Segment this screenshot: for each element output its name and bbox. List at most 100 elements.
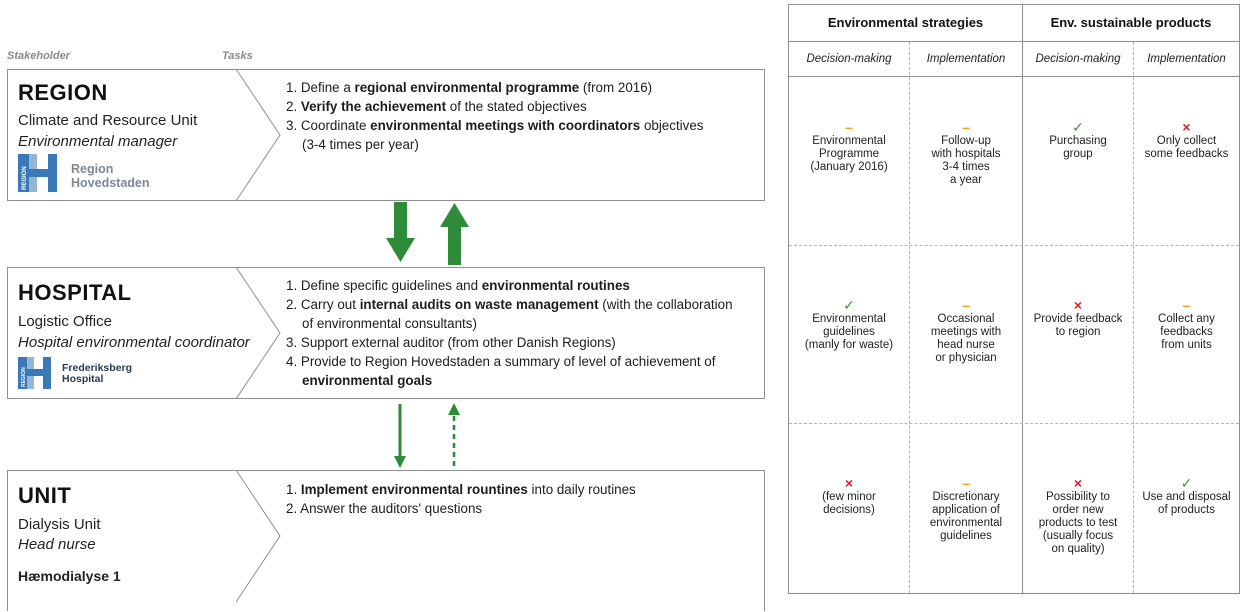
cell-text-line: (few minor — [822, 491, 876, 503]
dash-mark-icon: – — [962, 297, 970, 313]
hospital-unit: Logistic Office — [18, 313, 112, 330]
task-line: (3-4 times per year) — [286, 135, 703, 154]
region-to-hospital-down-arrow — [386, 202, 415, 262]
cell-text-line: of products — [1158, 504, 1215, 516]
task-line: of environmental consultants) — [286, 314, 733, 333]
task-text: of the stated objectives — [446, 99, 587, 114]
cell-text-line: or physician — [935, 352, 997, 364]
task-text: into daily routines — [527, 482, 636, 497]
hospital-role: Hospital environmental coordinator — [18, 334, 250, 351]
task-line: 4. Provide to Region Hovedstaden a summa… — [286, 352, 733, 371]
cell-text-line: Discretionary — [932, 491, 1000, 503]
cell-text-line: some feedbacks — [1144, 148, 1229, 160]
subheader-products-implementation: Implementation — [1147, 53, 1226, 65]
region-logo-vertical: REGION — [22, 166, 28, 190]
task-emphasis: environmental routines — [481, 278, 630, 293]
cell-text-line: Collect any — [1158, 313, 1215, 325]
cross-mark-icon: × — [1073, 475, 1083, 491]
unit-ward-label: Hæmodialyse 1 — [18, 568, 121, 584]
cell-text-line: guidelines — [940, 530, 992, 542]
task-line: 3. Support external auditor (from other … — [286, 333, 733, 352]
region-logo-mark-icon: REGION — [18, 154, 57, 192]
cell-text-line: Only collect — [1156, 135, 1217, 147]
cell-text-line: products to test — [1038, 517, 1118, 529]
unit-unit: Dialysis Unit — [18, 516, 101, 533]
region-logo-line1: Region — [71, 162, 114, 176]
cell-text-line: Programme — [818, 148, 880, 160]
hospital-logo-line2: Hospital — [62, 373, 104, 385]
cell-text-line: Provide feedback — [1033, 313, 1123, 325]
region-title: REGION — [18, 80, 108, 105]
tasks-header: Tasks — [222, 50, 253, 62]
cell-text-line: Follow-up — [941, 135, 991, 147]
cross-mark-icon: × — [1182, 119, 1191, 135]
task-line: 1. Define specific guidelines and enviro… — [286, 276, 733, 295]
hospital-logo-mark-icon: REGION — [18, 357, 51, 389]
task-emphasis: Verify the achievement — [300, 99, 447, 114]
dash-mark-icon: – — [962, 475, 970, 491]
hospital-title: HOSPITAL — [18, 280, 132, 305]
cell-text-line: (usually focus — [1042, 530, 1114, 542]
task-line: 2. Verify the achievement of the stated … — [286, 97, 703, 116]
cell-text-line: (manly for waste) — [804, 339, 894, 351]
region-box: REGION Climate and Resource Unit Environ… — [7, 69, 765, 201]
cell-text-line: (January 2016) — [810, 161, 888, 173]
task-text: 2. Carry out — [286, 297, 360, 312]
task-text: 3. Support external auditor (from other … — [286, 335, 616, 350]
task-emphasis: Implement environmental rountines — [300, 482, 528, 497]
cell-text-line: group — [1063, 148, 1093, 160]
col-divider-3 — [1133, 42, 1134, 593]
cell-text-line: feedbacks — [1160, 326, 1213, 338]
cell-text-line: a year — [950, 174, 982, 186]
subheader-strategies-implementation: Implementation — [926, 53, 1006, 65]
region-logo-line2: Hovedstaden — [71, 176, 150, 190]
task-line: 1. Implement environmental rountines int… — [286, 480, 636, 499]
task-emphasis: regional environmental programme — [354, 80, 580, 95]
task-text: objectives — [640, 118, 704, 133]
responsibility-table: Environmental strategies Env. sustainabl… — [788, 4, 1240, 594]
stakeholder-header: Stakeholder — [7, 50, 70, 62]
cross-mark-icon: × — [1073, 297, 1083, 313]
cross-mark-icon: × — [844, 475, 854, 491]
hospital-logo-vertical: REGION — [21, 367, 27, 387]
hospital-logo-line1: Frederiksberg — [62, 362, 133, 374]
task-emphasis: environmental meetings with coordinators — [370, 118, 641, 133]
hospital-to-region-up-arrow — [440, 203, 469, 265]
hospital-box: HOSPITAL Logistic Office Hospital enviro… — [7, 267, 765, 399]
unit-to-hospital-dashed-up-arrow — [448, 403, 460, 466]
cell-text-line: 3-4 times — [942, 161, 990, 173]
task-text: (from 2016) — [579, 80, 653, 95]
group-divider — [1022, 5, 1023, 593]
task-text: 1. Define specific guidelines and — [286, 278, 482, 293]
dash-mark-icon: – — [845, 119, 853, 135]
cell-text-line: Environmental — [812, 135, 886, 147]
check-mark-icon: ✓ — [1072, 119, 1084, 135]
unit-box: UNIT Dialysis Unit Head nurse Hæmodialys… — [7, 470, 765, 611]
task-text: 1. — [286, 482, 301, 497]
task-line: 1. Define a regional environmental progr… — [286, 78, 703, 97]
cell-text-line: guidelines — [823, 326, 875, 338]
unit-title: UNIT — [18, 483, 72, 508]
header-divider — [789, 41, 1239, 42]
task-text: (3-4 times per year) — [302, 137, 419, 152]
task-text: 2. Answer the auditors' questions — [286, 501, 483, 516]
cell-text-line: Purchasing — [1049, 135, 1107, 147]
cell-text-line: meetings with — [930, 326, 1002, 338]
task-text: 1. Define a — [286, 80, 355, 95]
cell-text-line: Use and disposal — [1142, 491, 1231, 503]
task-line: 2. Answer the auditors' questions — [286, 499, 636, 518]
task-text: (with the collaboration — [598, 297, 733, 312]
task-text: 3. Coordinate — [286, 118, 371, 133]
cell-text-line: environmental — [929, 517, 1003, 529]
cell-text-line: application of — [932, 504, 1000, 516]
cell-text-line: from units — [1161, 339, 1212, 351]
